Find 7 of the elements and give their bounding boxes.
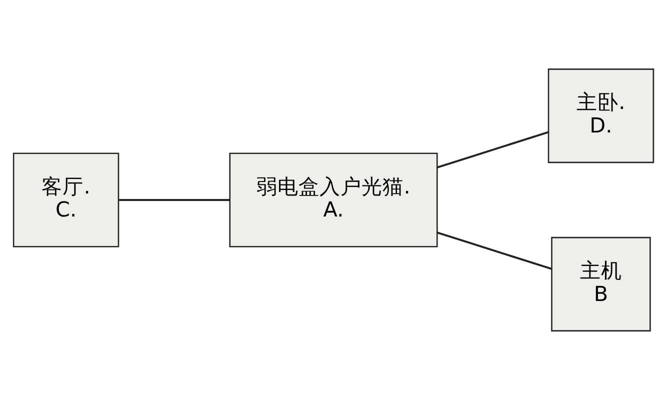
node-box: 客厅. C.: [12, 152, 120, 248]
node-box: 主机 B: [551, 236, 651, 332]
node-box: 主卧. D.: [548, 68, 654, 164]
node-box: 弱电盒入户光猫. A.: [229, 152, 438, 248]
connector: [119, 199, 230, 201]
connector: [436, 232, 552, 270]
connector: [436, 131, 548, 168]
